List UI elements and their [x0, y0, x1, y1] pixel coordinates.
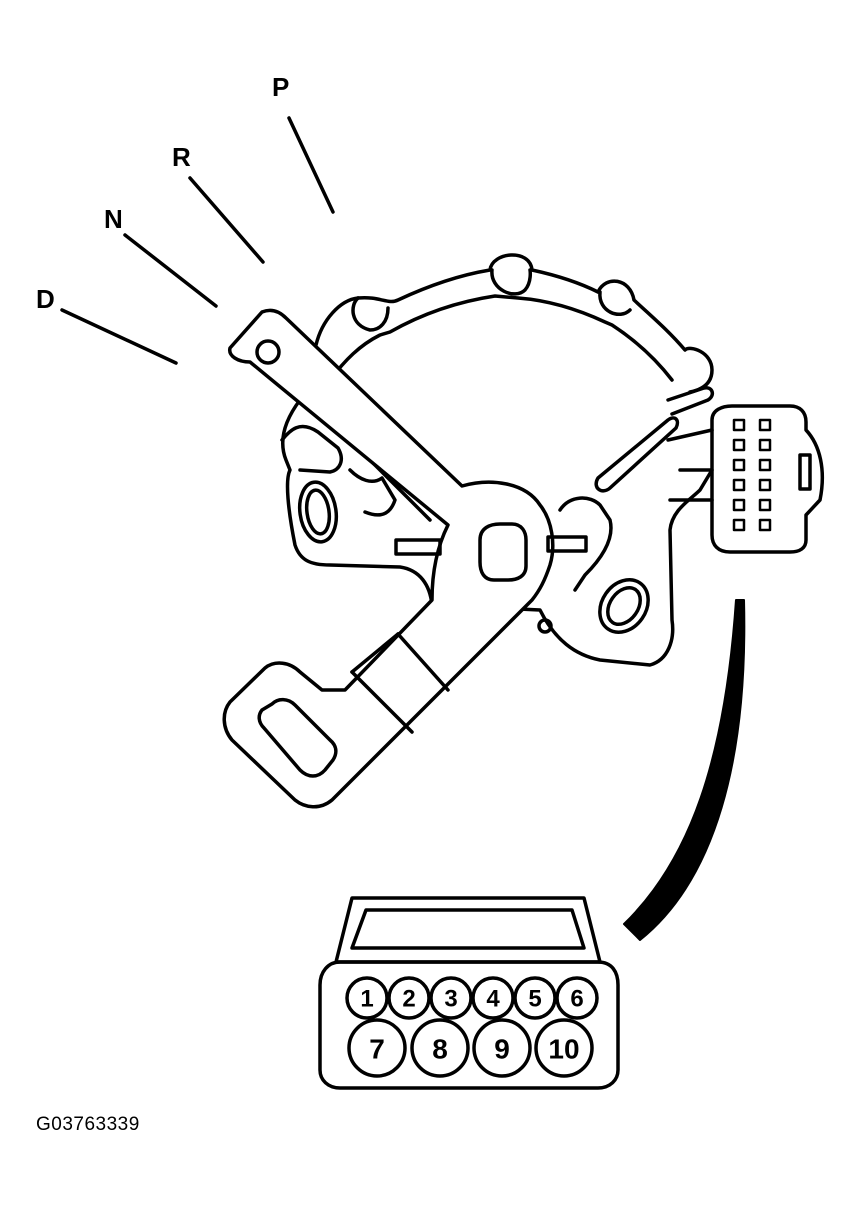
connector-pin-1: [345, 976, 389, 1020]
mounting-slot-left-inner: [304, 488, 332, 536]
connector-pins: 1 2 3 4 5 6 7 8 9 10: [345, 976, 599, 1078]
lever-outline: [222, 308, 555, 809]
enlarged-connector: [318, 896, 620, 1090]
connector-pin-10: [534, 1018, 594, 1078]
notch-left: [351, 296, 390, 332]
connector-pin-8: [410, 1018, 470, 1078]
inner-slot-top: [666, 385, 715, 416]
gear-label-d: D: [36, 284, 55, 314]
lever-slot: [257, 697, 338, 778]
connector-pin-3: [429, 976, 473, 1020]
connector-pin-label-2: 2: [402, 986, 415, 1013]
connector-pin-label-4: 4: [486, 986, 500, 1013]
gear-label-p: P: [272, 72, 290, 102]
leader-line-r: [188, 176, 265, 264]
lever-hole: [255, 339, 281, 365]
connector-pin-label-9: 9: [494, 1034, 510, 1065]
enlarged-connector-top: [334, 896, 602, 964]
inner-guide-center: [348, 468, 397, 517]
gear-label-r: R: [172, 142, 191, 172]
connector-pin-label-7: 7: [369, 1034, 385, 1065]
notch-top: [490, 268, 533, 296]
connector-pin-label-3: 3: [444, 986, 457, 1013]
enlarged-connector-top-inner: [350, 908, 586, 950]
lever-tab-left: [394, 538, 442, 556]
leader-line-p: [287, 116, 335, 214]
mounting-slot-left: [297, 480, 339, 544]
notch-right: [598, 290, 632, 316]
connector-pin-label-6: 6: [570, 986, 583, 1013]
mounting-slot-right-inner: [606, 586, 642, 626]
selector-lever: [222, 308, 588, 809]
lever-band-2: [396, 632, 450, 692]
connector-pin-2: [387, 976, 431, 1020]
inner-body-right: [558, 496, 613, 592]
mounting-slot-right: [598, 578, 650, 634]
gear-leader-lines: [60, 116, 335, 365]
connector-pin-4: [471, 976, 515, 1020]
connector-pin-9: [472, 1018, 532, 1078]
switch-connector-pins: [732, 418, 772, 532]
lever-center-key: [478, 522, 528, 582]
lever-band-edge: [350, 632, 400, 674]
connector-pin-label-1: 1: [360, 986, 373, 1013]
switch-connector: [666, 404, 825, 554]
leader-line-d: [60, 308, 178, 365]
callout-arrow: [623, 599, 746, 941]
switch-connector-latch: [798, 453, 812, 491]
inner-guide-left: [280, 424, 343, 474]
connector-pin-7: [347, 1018, 407, 1078]
leader-line-n: [123, 233, 218, 308]
switch-arc-inner: [328, 294, 674, 382]
pivot-pin: [537, 618, 553, 634]
switch-arc-housing: [314, 253, 714, 394]
enlarged-connector-face: [318, 960, 620, 1090]
switch-lower-body: [280, 398, 714, 667]
connector-pin-6: [555, 976, 599, 1020]
figure-id: G03763339: [36, 1114, 140, 1135]
gear-label-n: N: [104, 204, 123, 234]
connector-pin-label-5: 5: [528, 986, 541, 1013]
connector-pin-5: [513, 976, 557, 1020]
lever-tab-right: [546, 535, 588, 553]
connector-pin-label-8: 8: [432, 1034, 448, 1065]
lever-band-1: [350, 670, 414, 734]
switch-connector-stem: [666, 428, 714, 502]
inner-slot-right: [594, 416, 680, 493]
connector-pin-label-10: 10: [548, 1034, 579, 1065]
